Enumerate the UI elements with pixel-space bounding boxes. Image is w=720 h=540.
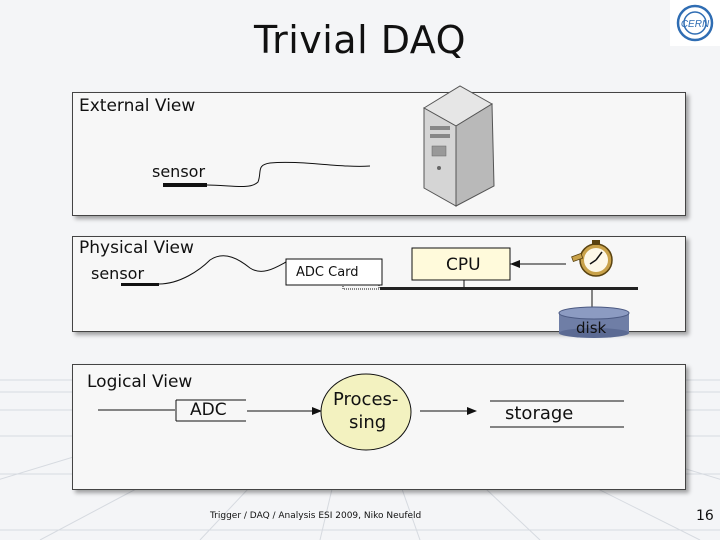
external-sensor-label: sensor	[152, 162, 206, 181]
external-sensor-cable	[206, 161, 371, 187]
cpu-label: CPU	[446, 255, 481, 275]
processing-ellipse	[320, 373, 412, 451]
adc-label: ADC	[190, 400, 227, 420]
svg-text:CERN: CERN	[681, 19, 710, 30]
slide-title: Trivial DAQ	[253, 18, 467, 62]
disk-cylinder-icon	[558, 306, 630, 338]
external-view-title: External View	[79, 96, 196, 116]
storage-label: storage	[505, 403, 574, 424]
disk-label: disk	[576, 319, 607, 337]
processing-label-line1: Proces-	[333, 389, 399, 410]
physical-sensor-bar	[121, 283, 159, 286]
processing-label-line2: sing	[349, 412, 387, 433]
physical-sensor-cable	[158, 255, 287, 285]
stopwatch-icon	[571, 240, 613, 277]
system-bus	[380, 287, 638, 290]
external-sensor-bar	[163, 183, 207, 187]
slide-footer: Trigger / DAQ / Analysis ESI 2009, Niko …	[210, 511, 422, 521]
page-number: 16	[696, 508, 714, 524]
computer-tower-icon	[423, 85, 495, 207]
physical-view-title: Physical View	[79, 238, 194, 258]
cpu-box	[411, 247, 511, 281]
adc-card-box	[285, 258, 383, 286]
cern-logo: CERN	[670, 0, 720, 46]
external-view-panel	[72, 92, 686, 216]
adc-card-connector	[342, 284, 380, 290]
timer-arrowhead	[510, 260, 520, 268]
adc-card-label: ADC Card	[296, 265, 359, 280]
logical-view-title: Logical View	[87, 372, 193, 392]
physical-sensor-label: sensor	[91, 264, 145, 283]
